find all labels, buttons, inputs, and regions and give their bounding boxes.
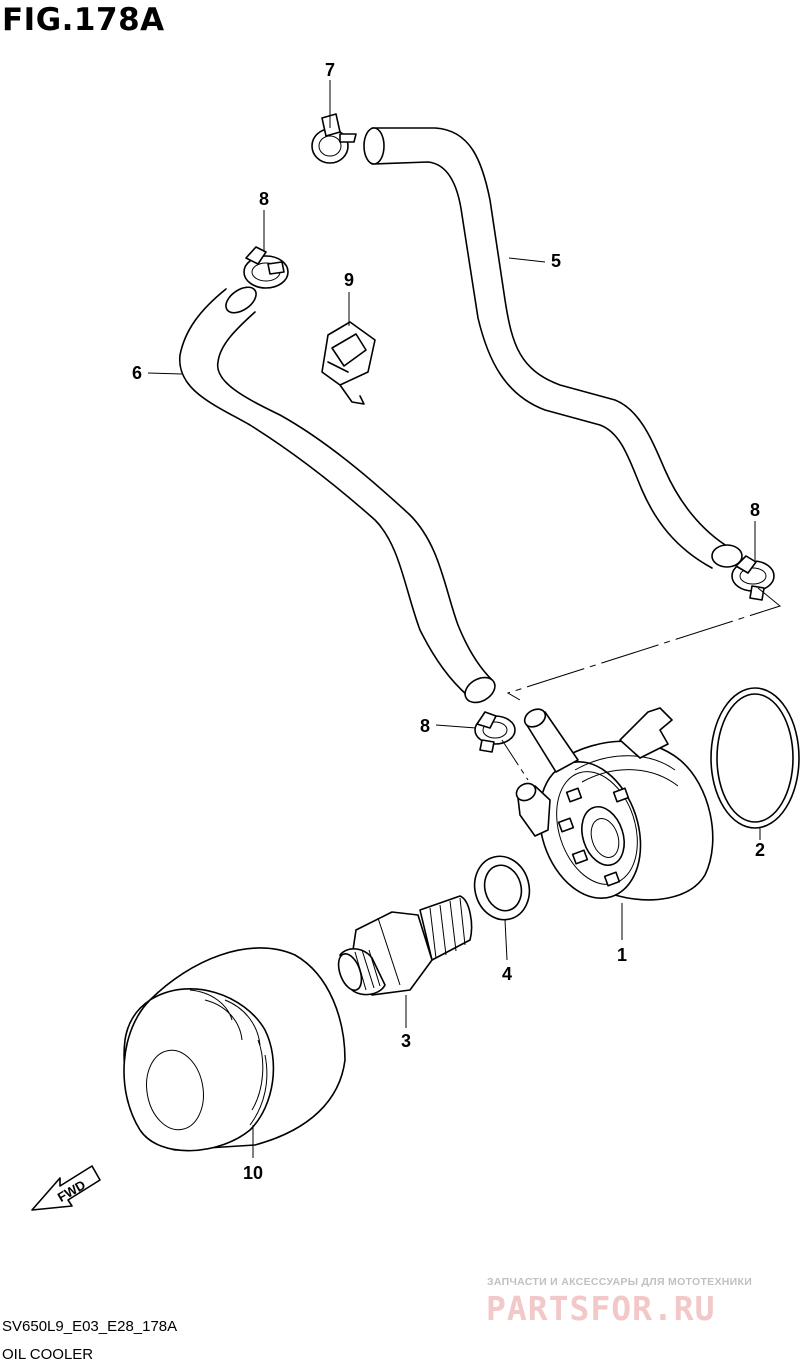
hose-6[interactable] <box>179 282 500 707</box>
hose-clamp-8-right[interactable] <box>731 555 775 601</box>
callout-8-lower[interactable]: 8 <box>419 716 430 736</box>
leader-lines <box>147 80 761 1158</box>
union-bolt-3[interactable] <box>334 895 473 996</box>
callout-1[interactable]: 1 <box>616 945 627 965</box>
callout-7[interactable]: 7 <box>324 60 335 80</box>
hose-5[interactable] <box>363 127 743 569</box>
figure-title: FIG.178A <box>2 2 165 38</box>
callout-2[interactable]: 2 <box>754 840 765 860</box>
figure-name: OIL COOLER <box>2 1346 94 1363</box>
hose-clamp-8-lower[interactable] <box>474 711 516 753</box>
watermark-tagline: ЗАПЧАСТИ И АКСЕССУАРЫ ДЛЯ МОТОТЕХНИКИ <box>487 1276 753 1288</box>
watermark-brand: PARTSFOR.RU <box>486 1289 716 1328</box>
oil-cooler-1[interactable] <box>513 706 714 912</box>
callout-8-right[interactable]: 8 <box>749 500 760 520</box>
callout-5[interactable]: 5 <box>550 251 561 271</box>
figure-model-code: SV650L9_E03_E28_178A <box>2 1318 178 1335</box>
callout-4[interactable]: 4 <box>501 964 512 984</box>
callout-3[interactable]: 3 <box>400 1031 411 1051</box>
fwd-arrow-icon: FWD <box>31 1165 101 1211</box>
callout-9[interactable]: 9 <box>343 270 354 290</box>
hose-clip-9[interactable] <box>321 321 376 405</box>
oil-filter-10[interactable] <box>123 947 346 1152</box>
callout-10[interactable]: 10 <box>242 1163 264 1183</box>
washer-4[interactable] <box>468 850 537 926</box>
hose-clamp-7[interactable] <box>311 113 357 164</box>
callout-8-upper[interactable]: 8 <box>258 189 269 209</box>
callout-6[interactable]: 6 <box>131 363 142 383</box>
hose-clamp-8-upper[interactable] <box>243 246 289 289</box>
o-ring-2[interactable] <box>710 687 800 829</box>
assembly-guide-lines <box>501 587 782 781</box>
